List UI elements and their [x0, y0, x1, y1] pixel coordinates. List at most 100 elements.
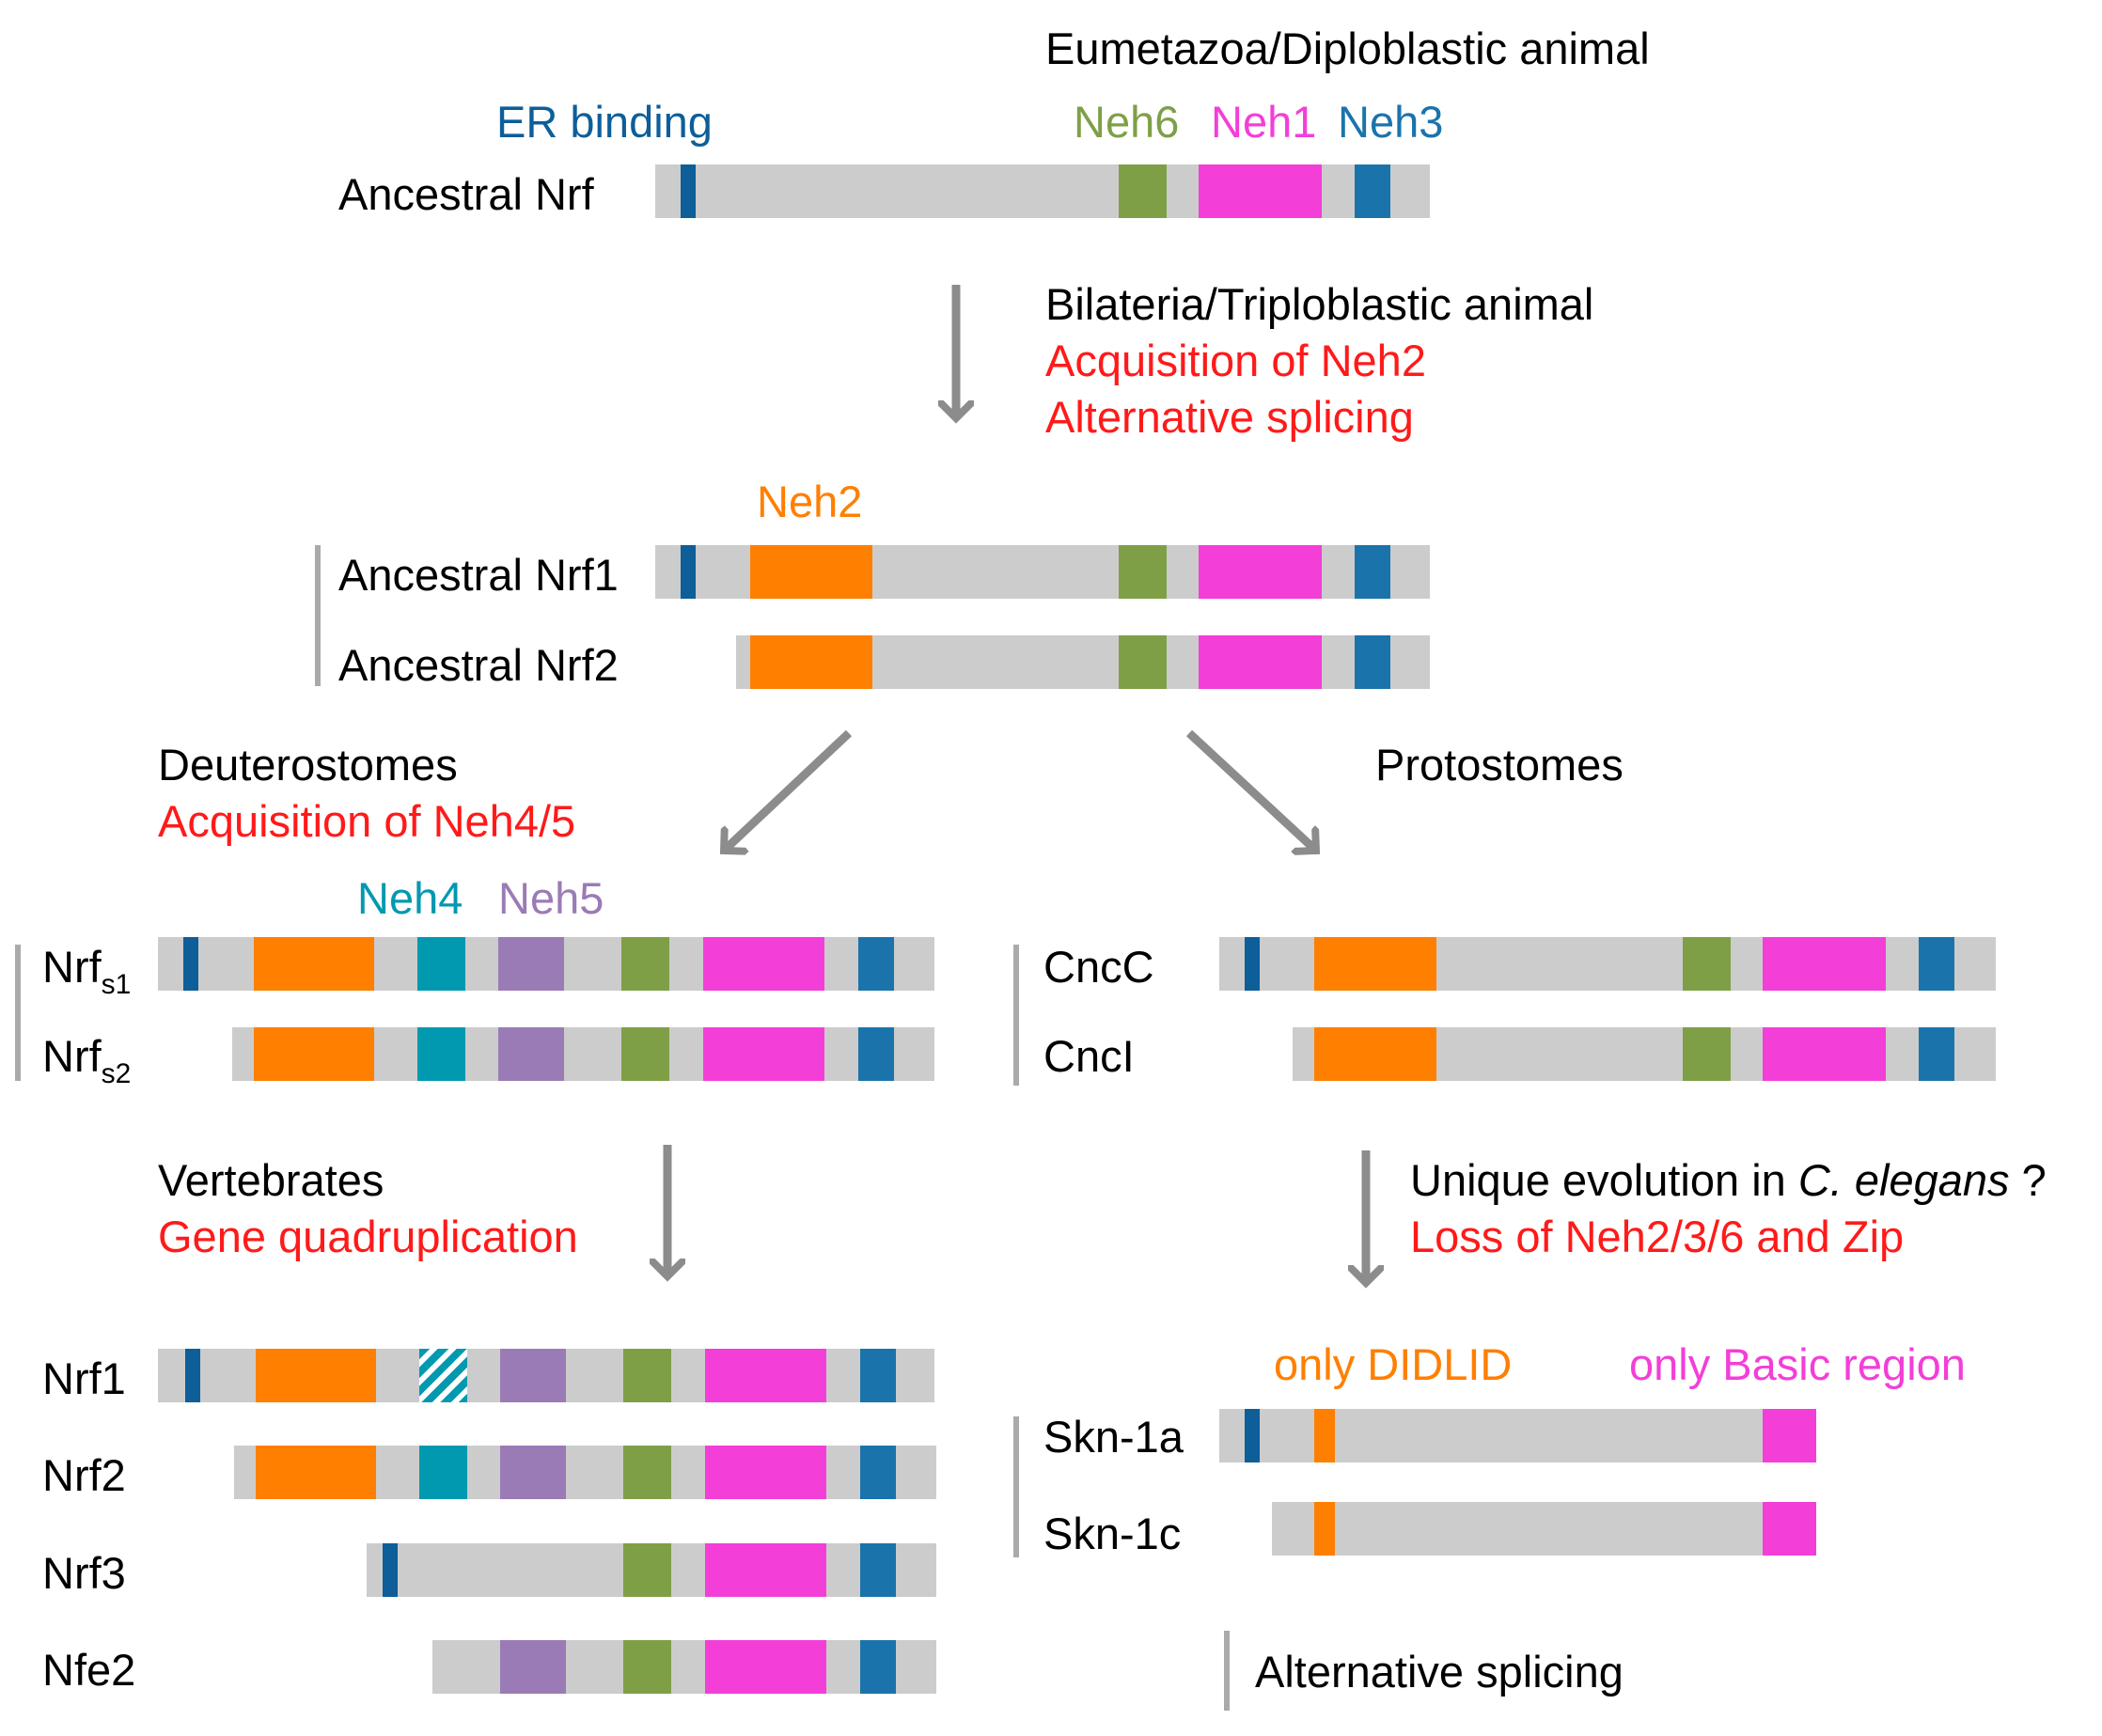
neh1-domain [1763, 937, 1886, 991]
nrf2-bar [234, 1446, 936, 1499]
deuterostomes-label: Deuterostomes [158, 740, 458, 790]
neh6-domain [621, 937, 669, 991]
neh2-domain [256, 1349, 376, 1402]
neh3-domain [858, 1027, 894, 1081]
nrfs1-label-subscript: s1 [101, 969, 132, 1000]
arrow-to-protostomes [1185, 729, 1316, 851]
neh6-domain [621, 1027, 669, 1081]
er-binding-domain [1245, 937, 1260, 991]
er-binding-domain [183, 937, 198, 991]
neh5-domain [500, 1349, 566, 1402]
neh3-domain [860, 1543, 896, 1597]
legend-alternative-splicing-label: Alternative splicing [1255, 1647, 1624, 1697]
neh3-domain [860, 1349, 896, 1402]
arrow-to-deuterostomes [724, 729, 853, 851]
neh3-label: Neh3 [1338, 97, 1444, 147]
neh6-domain [623, 1349, 671, 1402]
neh3-domain [1355, 545, 1390, 599]
cnc-bracket [1013, 945, 1019, 1086]
nrf3-label: Nrf3 [42, 1548, 126, 1598]
nrfs1-bar [158, 937, 934, 991]
neh4-domain [419, 1446, 467, 1499]
neh1-domain [705, 1446, 826, 1499]
cncc-bar [1219, 937, 1996, 991]
neh3-domain [1919, 1027, 1954, 1081]
skn1a-bar [1219, 1409, 1816, 1462]
neh6-domain [1119, 164, 1167, 218]
nrfs2-bar [232, 1027, 934, 1081]
nrfs2-label-base: Nrf [42, 1031, 102, 1081]
basic-region-domain [1763, 1409, 1816, 1462]
skn1a-label: Skn-1a [1043, 1412, 1184, 1462]
neh2-domain [254, 937, 374, 991]
nrf3-bar [367, 1543, 936, 1597]
neh2-domain [1314, 1027, 1436, 1081]
ancestral-bracket [315, 545, 321, 686]
neh2-domain [750, 545, 872, 599]
neh5-domain [500, 1446, 566, 1499]
ancestral-nrf-label: Ancestral Nrf [338, 169, 594, 219]
nrfs-bracket [15, 945, 21, 1081]
nrfs1-label-base: Nrf [42, 942, 102, 992]
neh1-domain [705, 1543, 826, 1597]
neh3-domain [858, 937, 894, 991]
neh3-domain [1355, 635, 1390, 689]
neh1-domain [703, 1027, 824, 1081]
acquisition-neh2-label: Acquisition of Neh2 [1045, 336, 1426, 385]
neh3-domain [1355, 164, 1390, 218]
nrfs1-label: Nrfs1 [42, 942, 131, 999]
skn1c-label: Skn-1c [1043, 1509, 1182, 1558]
neh1-domain [1199, 635, 1322, 689]
neh4-domain [417, 1027, 465, 1081]
neh6-domain [1683, 1027, 1731, 1081]
eumetazoa-label: Eumetazoa/Diploblastic animal [1045, 23, 1650, 73]
unique-evolution-species: C. elegans [1797, 1155, 2010, 1205]
neh1-domain [705, 1640, 826, 1694]
neh2-domain [750, 635, 872, 689]
loss-label: Loss of Neh2/3/6 and Zip [1410, 1212, 1905, 1261]
gene-quadruplication-label: Gene quadruplication [158, 1212, 578, 1261]
neh1-label: Neh1 [1211, 97, 1317, 147]
neh5-domain [498, 937, 564, 991]
neh6-domain [623, 1640, 671, 1694]
ancestral-nrf2-bar [736, 635, 1430, 689]
er-binding-label: ER binding [496, 97, 713, 147]
nfe2-bar [432, 1640, 936, 1694]
unique-evolution-suffix: ? [2009, 1155, 2047, 1205]
acquisition-neh45-label: Acquisition of Neh4/5 [158, 796, 576, 846]
neh5-label: Neh5 [498, 873, 604, 923]
neh4-hatched-domain [419, 1349, 467, 1402]
neh1-domain [1199, 545, 1322, 599]
nrfs2-label-subscript: s2 [101, 1058, 132, 1089]
neh1-domain [1763, 1027, 1886, 1081]
ancestral-nrf1-bar [655, 545, 1430, 599]
unique-evolution-label: Unique evolution in C. elegans ? [1410, 1158, 2047, 1202]
er-binding-domain [681, 545, 696, 599]
cncc-label: CncC [1043, 942, 1154, 992]
neh6-domain [623, 1543, 671, 1597]
neh2-domain [256, 1446, 376, 1499]
neh1-domain [705, 1349, 826, 1402]
neh1-domain [1199, 164, 1322, 218]
neh2-domain [254, 1027, 374, 1081]
neh2-domain [1314, 937, 1436, 991]
only-didlid-label: only DIDLID [1274, 1339, 1513, 1389]
neh6-domain [1119, 545, 1167, 599]
nrf1-bar [158, 1349, 934, 1402]
skn1c-bar [1272, 1502, 1816, 1556]
neh3-domain [1919, 937, 1954, 991]
er-binding-domain [681, 164, 696, 218]
skn1-bracket [1013, 1416, 1019, 1557]
neh4-label: Neh4 [357, 873, 463, 923]
nrf1-label: Nrf1 [42, 1353, 126, 1403]
neh6-domain [623, 1446, 671, 1499]
cnci-label: CncI [1043, 1031, 1135, 1081]
basic-region-domain [1763, 1502, 1816, 1556]
neh5-domain [500, 1640, 566, 1694]
ancestral-nrf-bar [655, 164, 1430, 218]
only-basic-region-label: only Basic region [1629, 1339, 1966, 1389]
neh3-domain [860, 1640, 896, 1694]
nrfs2-label: Nrfs2 [42, 1031, 131, 1088]
